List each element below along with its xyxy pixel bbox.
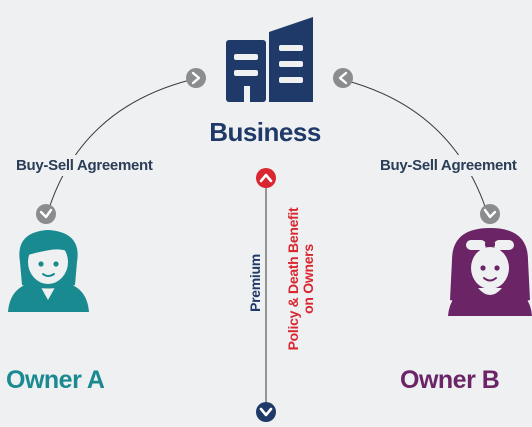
- connector-right: [343, 79, 491, 223]
- premium-label: Premium: [247, 254, 263, 312]
- arrow-down-badge-icon: [256, 402, 276, 422]
- policy-label-line1: Policy & Death Benefit: [285, 207, 301, 351]
- policy-death-benefit-label: Policy & Death Benefit on Owners: [285, 204, 316, 354]
- connector-left: [44, 79, 191, 223]
- buy-sell-agreement-right-label: Buy-Sell Agreement: [376, 155, 521, 176]
- arrow-right-badge-icon: [186, 68, 206, 88]
- business-label: Business: [209, 117, 321, 147]
- buy-sell-agreement-left-label: Buy-Sell Agreement: [12, 155, 157, 176]
- policy-label-line2: on Owners: [300, 244, 316, 314]
- arrow-down-left-badge-icon: [36, 204, 56, 224]
- arrow-left-badge-icon: [333, 68, 353, 88]
- owner-b-label: Owner B: [400, 366, 500, 394]
- owner-a-person-icon: [8, 230, 89, 312]
- office-buildings-icon: [226, 17, 313, 102]
- owner-b-person-icon: [448, 228, 532, 316]
- owner-a-label: Owner A: [6, 366, 105, 394]
- arrow-down-right-badge-icon: [480, 204, 500, 224]
- arrow-up-badge-icon: [256, 168, 276, 188]
